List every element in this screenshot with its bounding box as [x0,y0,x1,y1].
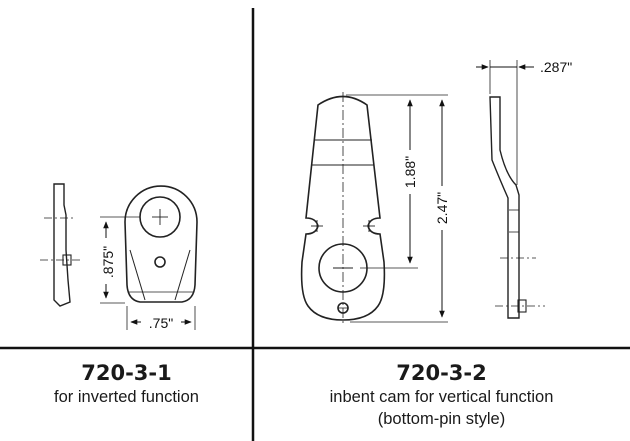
part-720-3-2-side-view [476,60,545,319]
caption-720-3-1: 720-3-1 for inverted function [0,360,253,408]
lower-pin-hole [154,256,166,268]
dim-hole-spacing-720-3-1: .875" [100,246,116,278]
part-720-3-1-front-view [100,185,198,330]
dim-offset-720-3-2: .287" [540,59,572,75]
dim-overall-length-720-3-2: 2.47" [434,192,450,224]
dim-hole-spacing-720-3-2: 1.88" [402,156,418,188]
part-description-720-3-2-line2: (bottom-pin style) [377,410,506,428]
part-number-720-3-2: 720-3-2 [396,361,487,385]
part-description-720-3-1: for inverted function [54,388,199,406]
caption-720-3-2: 720-3-2 inbent cam for vertical function… [253,360,630,430]
part-720-3-2-front-view [300,92,448,325]
part-description-720-3-2-line1: inbent cam for vertical function [329,388,554,406]
part-number-720-3-1: 720-3-1 [81,361,172,385]
dim-width-720-3-1: .75" [149,315,173,331]
part-720-3-1-side-view [40,183,80,307]
